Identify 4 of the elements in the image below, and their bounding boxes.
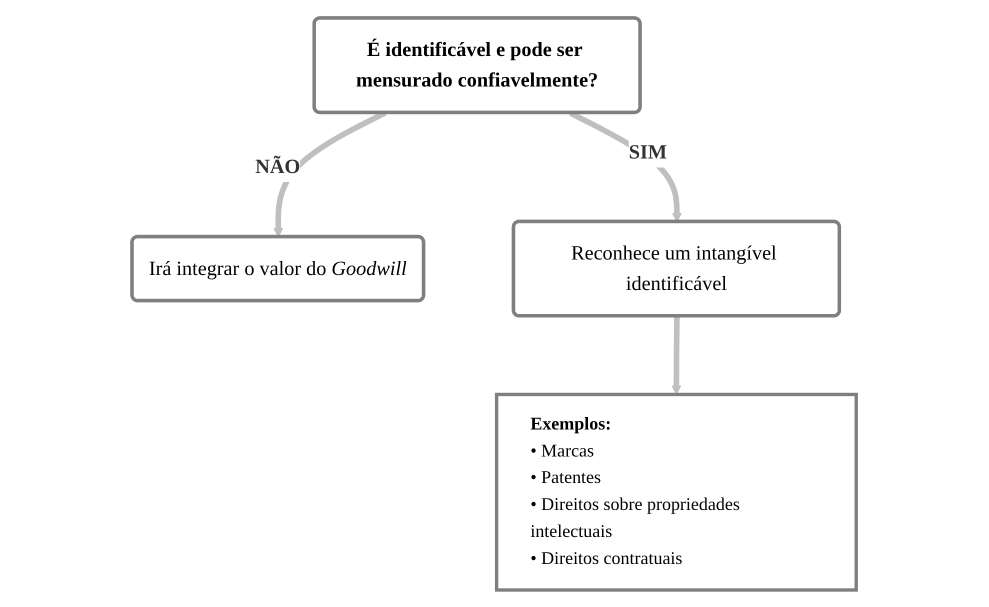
- edge-label: SIM: [629, 140, 668, 163]
- node-box: Exemplos: • Marcas • Patentes • Direitos sobre propriedades intelectuais • Direitos contratuais: [495, 392, 858, 592]
- arrow: [672, 316, 682, 394]
- edge-label: NÃO: [256, 154, 301, 178]
